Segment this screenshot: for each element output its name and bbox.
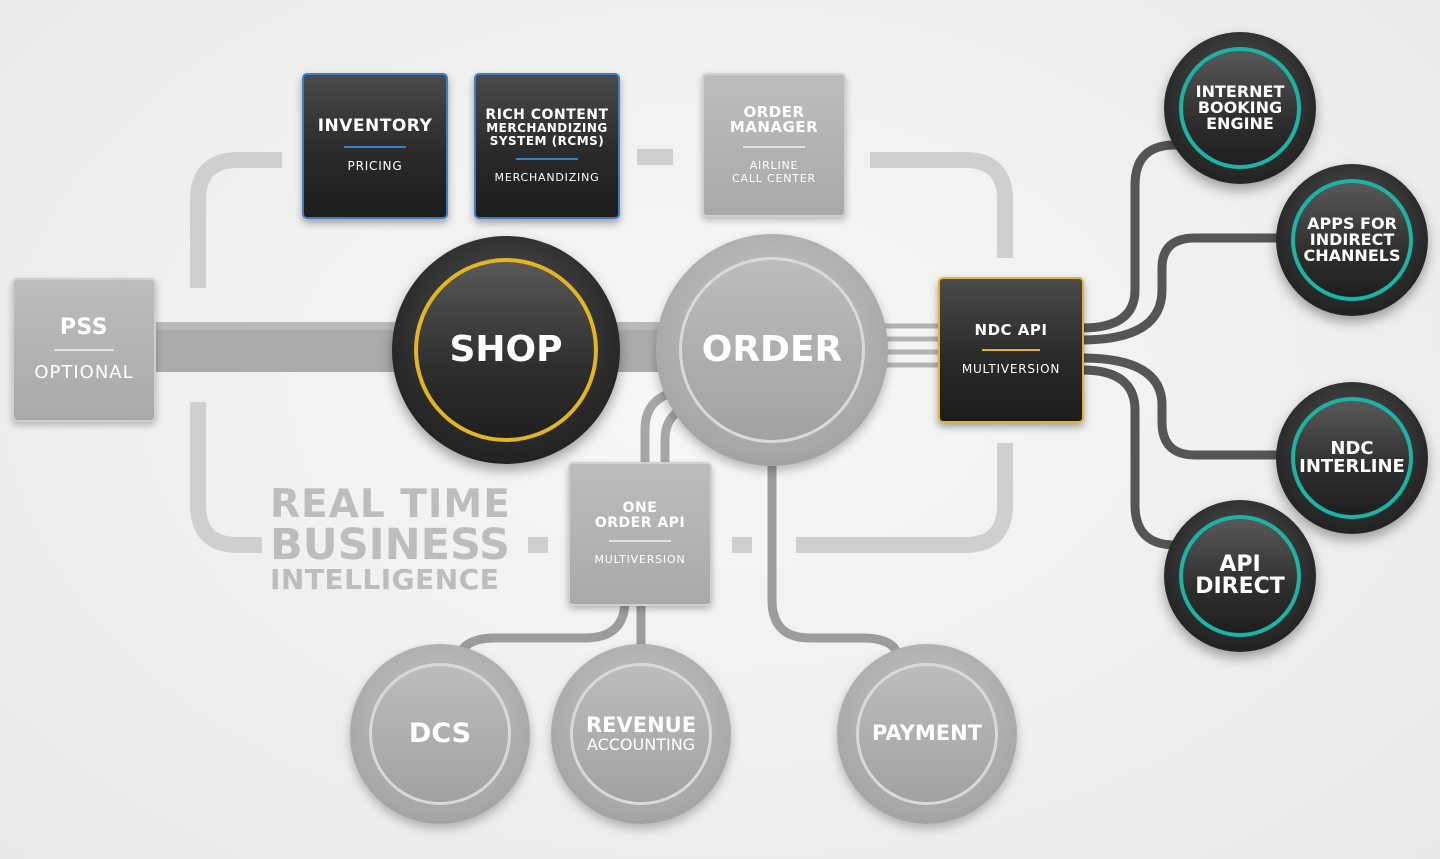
apps-indirect-channels-circle[interactable]: APPS FOR INDIRECT CHANNELS [1276, 164, 1428, 316]
apps-line: APPS FOR [1307, 213, 1397, 233]
loop-segment [796, 443, 1013, 553]
revenue-accounting-subtitle: ACCOUNTING [586, 734, 696, 754]
loop-segment [190, 402, 262, 553]
apps-line: INDIRECT [1309, 229, 1395, 249]
ndc-interline-label: NDC INTERLINE [1291, 397, 1413, 519]
channel-line-apps [1081, 233, 1285, 345]
ibe-line: BOOKING [1197, 97, 1283, 117]
ndc-interline-line: NDC [1330, 437, 1374, 459]
shop-circle[interactable]: SHOP [392, 236, 620, 464]
pss-title: PSS [59, 315, 109, 341]
pss-divider [54, 349, 114, 352]
internet-booking-engine-label: INTERNET BOOKING ENGINE [1179, 47, 1301, 169]
order-manager-subtitle-line: CALL CENTER [732, 171, 816, 185]
revenue-accounting-circle[interactable]: REVENUE ACCOUNTING [551, 644, 731, 824]
order-manager-title-line: ORDER [743, 102, 805, 121]
order-label: ORDER [679, 257, 865, 443]
rcms-title-line: MERCHANDIZING [486, 121, 608, 136]
order-manager-title-line: MANAGER [729, 118, 819, 137]
ndc-api-title: NDC API [974, 321, 1048, 340]
rtbi-line: BUSINESS [270, 520, 511, 571]
inventory-title: INVENTORY [317, 116, 433, 137]
api-direct-line: API [1219, 551, 1261, 577]
rcms-title-line: RICH CONTENT [485, 106, 609, 123]
one-order-api-title-line: ONE [622, 499, 658, 516]
loop-segment [870, 152, 1013, 258]
ndc-api-module[interactable]: NDC API MULTIVERSION [938, 277, 1084, 423]
pss-module[interactable]: PSS OPTIONAL [12, 278, 156, 422]
one-order-api-divider [609, 540, 671, 543]
rcms-subtitle: MERCHANDIZING [494, 170, 600, 184]
rcms-module[interactable]: RICH CONTENT MERCHANDIZING SYSTEM (RCMS)… [474, 73, 620, 219]
apps-line: CHANNELS [1303, 246, 1401, 266]
inventory-subtitle: PRICING [347, 159, 403, 174]
channel-line-interline [1081, 353, 1285, 460]
revenue-accounting-label: REVENUE ACCOUNTING [570, 663, 712, 805]
channel-line-api-direct [1081, 365, 1185, 550]
one-order-api-subtitle: MULTIVERSION [594, 553, 686, 567]
payment-label: PAYMENT [856, 663, 998, 805]
channel-lines [1081, 140, 1285, 550]
ndc-api-subtitle: MULTIVERSION [961, 361, 1061, 376]
order-ndc-lines [880, 323, 940, 368]
loop-segment [190, 152, 282, 288]
one-order-api-module[interactable]: ONE ORDER API MULTIVERSION [568, 462, 712, 606]
ibe-line: ENGINE [1206, 114, 1274, 134]
api-direct-line: DIRECT [1195, 574, 1285, 599]
one-order-api-title-line: ORDER API [594, 514, 686, 531]
ndc-api-divider [982, 348, 1040, 351]
inventory-divider [344, 146, 406, 149]
channel-line-ibe [1081, 140, 1190, 333]
payment-circle[interactable]: PAYMENT [837, 644, 1017, 824]
outer-loop [190, 149, 1013, 553]
payment-line [767, 460, 903, 661]
rtbi-line: INTELLIGENCE [270, 563, 500, 597]
dcs-label: DCS [369, 663, 511, 805]
order-circle[interactable]: ORDER [656, 234, 888, 466]
api-direct-label: API DIRECT [1179, 515, 1301, 637]
rcms-title-line: SYSTEM (RCMS) [489, 134, 605, 149]
pss-subtitle: OPTIONAL [34, 362, 134, 384]
order-manager-subtitle-line: AIRLINE [749, 159, 799, 173]
apps-indirect-channels-label: APPS FOR INDIRECT CHANNELS [1291, 179, 1413, 301]
order-manager-module[interactable]: ORDER MANAGER AIRLINE CALL CENTER [702, 73, 846, 217]
rtbi-label: REAL TIME BUSINESS INTELLIGENCE [270, 482, 530, 597]
ndc-interline-line: INTERLINE [1299, 456, 1405, 477]
internet-booking-engine-circle[interactable]: INTERNET BOOKING ENGINE [1164, 32, 1316, 184]
ibe-line: INTERNET [1195, 81, 1285, 101]
revenue-accounting-title: REVENUE [585, 713, 697, 738]
order-manager-divider [743, 146, 805, 149]
rcms-divider [516, 157, 578, 160]
shop-label: SHOP [414, 258, 598, 442]
rtbi-line: REAL TIME [270, 482, 511, 527]
dcs-circle[interactable]: DCS [350, 644, 530, 824]
api-direct-circle[interactable]: API DIRECT [1164, 500, 1316, 652]
ndc-interline-circle[interactable]: NDC INTERLINE [1276, 382, 1428, 534]
inventory-module[interactable]: INVENTORY PRICING [302, 73, 448, 219]
